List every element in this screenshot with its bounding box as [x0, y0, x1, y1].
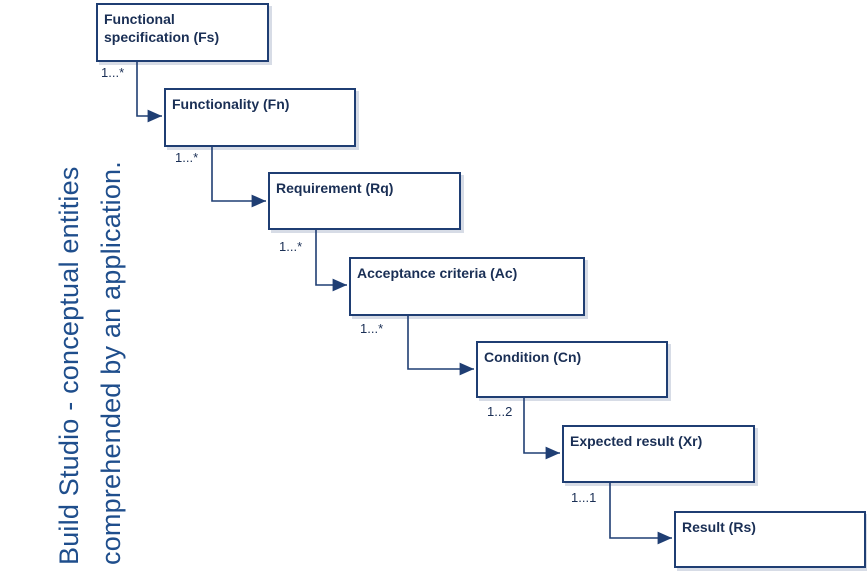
connector-ac-cn — [407, 316, 474, 376]
connector-fs-fn — [136, 62, 162, 123]
connector-fn-rq — [211, 147, 266, 208]
connector-xr-rs — [609, 483, 672, 545]
multiplicity-cn-xr: 1...2 — [487, 404, 513, 419]
entity-expected-result: Expected result (Xr) — [562, 425, 755, 483]
connector-rq-ac — [315, 230, 347, 292]
entity-label: Expected result (Xr) — [570, 433, 703, 449]
entity-functional-specification: Functional specification (Fs) — [96, 3, 269, 62]
entity-result: Result (Rs) — [674, 511, 866, 568]
entity-label: Functionality (Fn) — [172, 96, 290, 112]
entity-label: Requirement (Rq) — [276, 180, 394, 196]
entity-label: Result (Rs) — [682, 519, 756, 535]
entity-label: Acceptance criteria (Ac) — [357, 265, 518, 281]
entity-condition: Condition (Cn) — [476, 341, 668, 398]
multiplicity-fs-fn: 1...* — [101, 65, 125, 80]
multiplicity-xr-rs: 1...1 — [571, 490, 597, 505]
connector-cn-xr — [523, 398, 560, 460]
multiplicity-rq-ac: 1...* — [279, 239, 303, 254]
entity-label: Condition (Cn) — [484, 349, 582, 365]
entity-label: Functional specification (Fs) — [104, 11, 220, 45]
entity-requirement: Requirement (Rq) — [268, 172, 461, 230]
entity-acceptance-criteria: Acceptance criteria (Ac) — [349, 257, 585, 316]
entity-functionality: Functionality (Fn) — [164, 88, 356, 147]
multiplicity-ac-cn: 1...* — [360, 321, 384, 336]
multiplicity-fn-rq: 1...* — [175, 150, 199, 165]
